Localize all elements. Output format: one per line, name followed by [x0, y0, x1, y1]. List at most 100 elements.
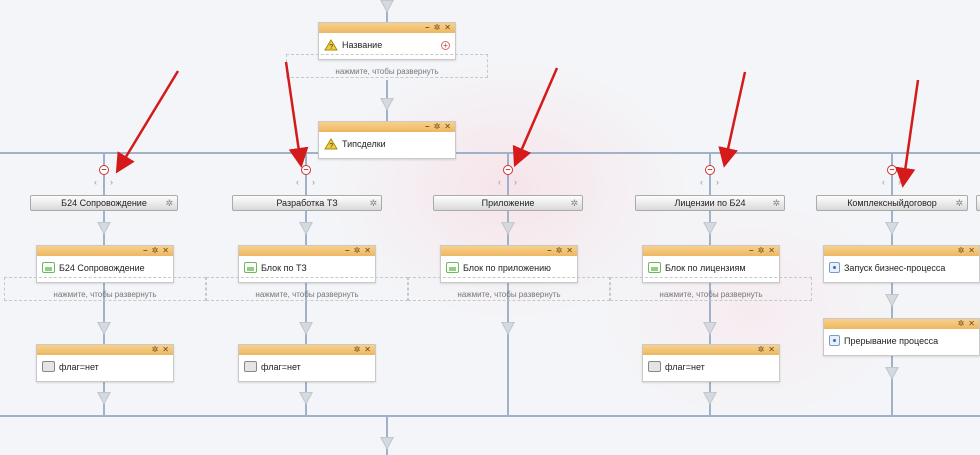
flow-arrow	[380, 98, 394, 111]
activity-block-label: Прерывание процесса	[844, 335, 939, 346]
activity-block[interactable]: –✲✕ Блок по ТЗ	[238, 245, 376, 283]
connector-line	[103, 152, 105, 416]
chevron-left-icon[interactable]: ‹	[700, 177, 703, 187]
activity-block-label: Блок по лицензиям	[665, 262, 746, 273]
title-expand-hint[interactable]: нажмите, чтобы развернуть	[286, 54, 488, 78]
expand-hint[interactable]: нажмите, чтобы развернуть	[206, 277, 408, 301]
branch-button[interactable]: Приложение✲	[433, 195, 583, 211]
settings-icon[interactable]: ✲	[957, 246, 965, 255]
minimize-icon[interactable]: –	[345, 246, 350, 255]
expand-hint[interactable]: нажмите, чтобы развернуть	[408, 277, 610, 301]
remove-branch-icon[interactable]: –	[887, 165, 897, 175]
activity-block[interactable]: –✲✕ Блок по приложению	[440, 245, 578, 283]
settings-icon[interactable]: ✲	[353, 246, 361, 255]
flow-arrow	[299, 322, 313, 335]
activity-block[interactable]: ✲✕ Прерывание процесса	[823, 318, 980, 356]
flow-arrow	[885, 222, 899, 235]
deal-type-block[interactable]: –✲✕ ? Типсделки	[318, 121, 456, 159]
close-icon[interactable]: ✕	[968, 246, 975, 255]
settings-icon[interactable]: ✲	[151, 246, 159, 255]
branch-button-partial[interactable]	[976, 195, 980, 211]
variable-block-label: флаг=нет	[59, 361, 99, 372]
chevron-right-icon[interactable]: ›	[312, 177, 315, 187]
flow-arrow	[299, 222, 313, 235]
close-icon[interactable]: ✕	[364, 246, 371, 255]
add-icon[interactable]: +	[441, 40, 450, 50]
annotation-arrow	[512, 67, 559, 168]
branch-button[interactable]: Разработка ТЗ✲	[232, 195, 382, 211]
chevron-right-icon[interactable]: ›	[514, 177, 517, 187]
chevron-right-icon[interactable]: ›	[110, 177, 113, 187]
minimize-icon[interactable]: –	[425, 23, 430, 32]
variable-block[interactable]: ✲✕ флаг=нет	[642, 344, 780, 382]
remove-branch-icon[interactable]: –	[99, 165, 109, 175]
title-block[interactable]: –✲✕ ? Название +	[318, 22, 456, 60]
minimize-icon[interactable]: –	[143, 246, 148, 255]
branch-button[interactable]: Б24 Сопровождение✲	[30, 195, 178, 211]
settings-icon[interactable]: ✲	[165, 198, 173, 208]
branch-button[interactable]: Комплексныйдоговор ✲	[816, 195, 968, 211]
activity-block[interactable]: –✲✕ Блок по лицензиям	[642, 245, 780, 283]
chevron-right-icon[interactable]: ›	[716, 177, 719, 187]
block-icon	[446, 262, 459, 273]
settings-icon[interactable]: ✲	[151, 345, 159, 354]
chevron-left-icon[interactable]: ‹	[94, 177, 97, 187]
settings-icon[interactable]: ✲	[570, 198, 578, 208]
chevron-left-icon[interactable]: ‹	[296, 177, 299, 187]
expand-hint[interactable]: нажмите, чтобы развернуть	[610, 277, 812, 301]
activity-block[interactable]: ✲✕ Запуск бизнес-процесса	[823, 245, 980, 283]
close-icon[interactable]: ✕	[968, 319, 975, 328]
remove-branch-icon[interactable]: –	[705, 165, 715, 175]
close-icon[interactable]: ✕	[364, 345, 371, 354]
variable-icon	[42, 361, 55, 372]
chevron-right-icon[interactable]: ›	[898, 177, 901, 187]
variable-block[interactable]: ✲✕ флаг=нет	[36, 344, 174, 382]
activity-block-label: Блок по ТЗ	[261, 262, 307, 273]
svg-text:?: ?	[329, 143, 333, 150]
branch-button[interactable]: Лицензии по Б24 ✲	[635, 195, 785, 211]
connector-line	[709, 152, 711, 416]
settings-icon[interactable]: ✲	[772, 198, 780, 208]
settings-icon[interactable]: ✲	[957, 319, 965, 328]
minimize-icon[interactable]: –	[425, 122, 430, 131]
settings-icon[interactable]: ✲	[369, 198, 377, 208]
settings-icon[interactable]: ✲	[433, 23, 441, 32]
flow-arrow	[501, 322, 515, 335]
svg-text:?: ?	[329, 44, 333, 51]
activity-block[interactable]: –✲✕ Б24 Сопровождение	[36, 245, 174, 283]
deal-type-block-label: Типсделки	[342, 139, 386, 149]
flow-arrow	[380, 437, 394, 450]
background-decoration	[600, 200, 900, 420]
remove-branch-icon[interactable]: –	[503, 165, 513, 175]
flow-arrow	[703, 322, 717, 335]
chevron-left-icon[interactable]: ‹	[498, 177, 501, 187]
connector-line	[305, 152, 307, 416]
chevron-left-icon[interactable]: ‹	[882, 177, 885, 187]
settings-icon[interactable]: ✲	[757, 246, 765, 255]
settings-icon[interactable]: ✲	[757, 345, 765, 354]
variable-block[interactable]: ✲✕ флаг=нет	[238, 344, 376, 382]
close-icon[interactable]: ✕	[566, 246, 573, 255]
branch-button-label: Комплексныйдоговор	[847, 198, 937, 208]
settings-icon[interactable]: ✲	[433, 122, 441, 131]
remove-branch-icon[interactable]: –	[301, 165, 311, 175]
close-icon[interactable]: ✕	[162, 345, 169, 354]
flow-arrow	[97, 322, 111, 335]
branch-button-label: Лицензии по Б24	[674, 198, 746, 208]
minimize-icon[interactable]: –	[749, 246, 754, 255]
close-icon[interactable]: ✕	[768, 246, 775, 255]
close-icon[interactable]: ✕	[444, 23, 451, 32]
close-icon[interactable]: ✕	[444, 122, 451, 131]
branch-connector-bottom	[0, 415, 980, 417]
settings-icon[interactable]: ✲	[555, 246, 563, 255]
close-icon[interactable]: ✕	[162, 246, 169, 255]
flow-arrow	[703, 392, 717, 405]
close-icon[interactable]: ✕	[768, 345, 775, 354]
variable-block-label: флаг=нет	[261, 361, 301, 372]
settings-icon[interactable]: ✲	[353, 345, 361, 354]
condition-icon: ?	[324, 138, 338, 150]
settings-icon[interactable]: ✲	[955, 198, 963, 208]
minimize-icon[interactable]: –	[547, 246, 552, 255]
expand-hint[interactable]: нажмите, чтобы развернуть	[4, 277, 206, 301]
